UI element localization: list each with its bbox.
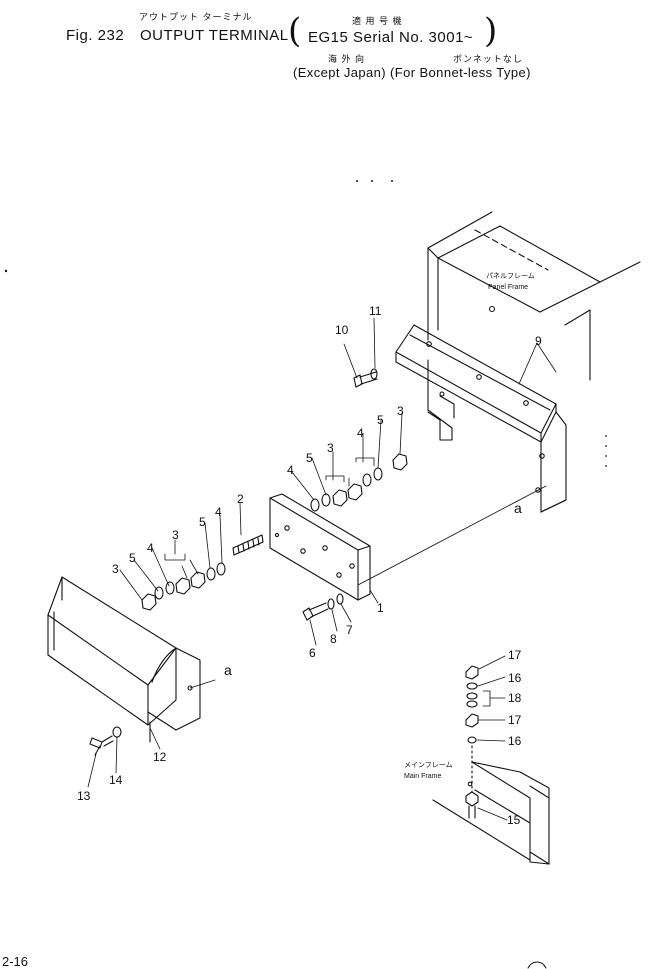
washer-8 (327, 598, 335, 610)
edge-mark (527, 961, 547, 969)
close-paren: ) (484, 11, 498, 51)
terminal-cover-12 (47, 576, 201, 743)
callout-14: 14 (109, 773, 123, 787)
callout-3: 3 (112, 562, 119, 576)
callout-5: 5 (199, 515, 206, 529)
bonnetless-jp: ボンネットなし (453, 54, 523, 64)
callout-4: 4 (215, 505, 222, 519)
page-number: 2-16 (2, 954, 29, 969)
callout-10: 10 (335, 323, 349, 337)
callout-4: 4 (357, 426, 364, 440)
open-paren: ( (288, 11, 302, 51)
model-serial: EG15 Serial No. 3001~ (308, 29, 474, 46)
callout-2: 2 (237, 492, 244, 506)
washer-11 (370, 368, 378, 380)
callout-18: 18 (508, 691, 522, 705)
callout-3: 3 (172, 528, 179, 542)
bolt-10 (353, 371, 378, 388)
callout-1: 1 (377, 601, 384, 615)
applicability-notes: (Except Japan) (For Bonnet-less Type) (293, 65, 531, 80)
callout-3: 3 (327, 441, 334, 455)
callout-5: 5 (129, 551, 136, 565)
wing-bolt-13 (89, 735, 114, 756)
panel-frame-label-jp: パネルフレーム (486, 272, 535, 280)
callout-13: 13 (77, 789, 91, 803)
overseas-jp: 海 外 向 (328, 54, 366, 64)
callout-4: 4 (147, 541, 154, 555)
callout-5: 5 (306, 451, 313, 465)
right-fastener-stack (310, 453, 408, 512)
main-frame-fastener-stack (465, 665, 479, 819)
callout-7: 7 (346, 623, 353, 637)
washer-7 (336, 593, 344, 605)
panel-frame (427, 211, 641, 381)
stud-2 (232, 534, 264, 556)
title-en: OUTPUT TERMINAL (140, 27, 289, 44)
fig-label: Fig. 232 (66, 27, 125, 44)
callout-6: 6 (309, 646, 316, 660)
main-frame-label-en: Main Frame (404, 773, 441, 780)
panel-frame-label-en: Panel Frame (488, 284, 528, 291)
main-frame (432, 761, 550, 865)
reference-a: a (224, 662, 232, 678)
leader-lines (87, 317, 557, 821)
callout-16: 16 (508, 671, 522, 685)
callout-12: 12 (153, 750, 167, 764)
title-jp: アウトプット ターミナル (139, 12, 253, 22)
callout-11: 11 (369, 304, 382, 318)
callout-numbers: 1 2 3 3 3 3 4 4 4 4 5 5 5 5 6 7 8 9 10 1… (77, 304, 542, 827)
bolt-6 (302, 602, 329, 621)
print-specks (4, 180, 607, 467)
callout-16: 16 (508, 734, 522, 748)
bracket-9 (395, 324, 567, 513)
callout-3: 3 (397, 404, 404, 418)
reference-a: a (514, 500, 522, 516)
terminal-plate-1 (269, 493, 371, 601)
callout-17: 17 (508, 713, 522, 727)
callout-5: 5 (377, 413, 384, 427)
callout-4: 4 (287, 463, 294, 477)
applicable-jp: 適 用 号 機 (352, 16, 403, 26)
callout-15: 15 (507, 813, 521, 827)
washer-14 (112, 726, 122, 738)
callout-17: 17 (508, 648, 522, 662)
callout-8: 8 (330, 632, 337, 646)
main-frame-label-jp: メインフレーム (404, 761, 453, 769)
frame-labels: パネルフレーム Panel Frame メインフレーム Main Frame (404, 272, 535, 780)
callout-9: 9 (535, 334, 542, 348)
